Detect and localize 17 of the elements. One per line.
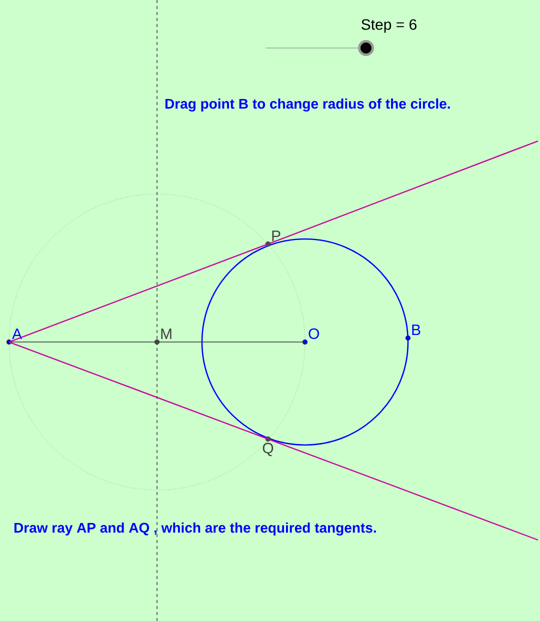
line-segment: [8, 341, 268, 440]
point: B: [405, 324, 420, 341]
node-label: P: [272, 230, 280, 241]
node-label: M: [161, 328, 172, 339]
node-label: B: [412, 324, 420, 335]
point: P: [265, 230, 280, 247]
node-label: Q: [262, 442, 274, 456]
node-label: A: [12, 328, 22, 339]
step-label: Step = 6: [362, 19, 416, 33]
point: M: [154, 328, 172, 345]
point: Q: [262, 436, 274, 456]
point: O: [302, 328, 319, 345]
instruction-text: Drag point B to change radius of the circle.: [165, 98, 450, 112]
line-segment: [8, 243, 268, 343]
instruction-text: Draw ray AP and AQ , which are the required tangents.: [14, 522, 376, 536]
point: A: [6, 328, 22, 345]
node-label: O: [308, 328, 319, 339]
